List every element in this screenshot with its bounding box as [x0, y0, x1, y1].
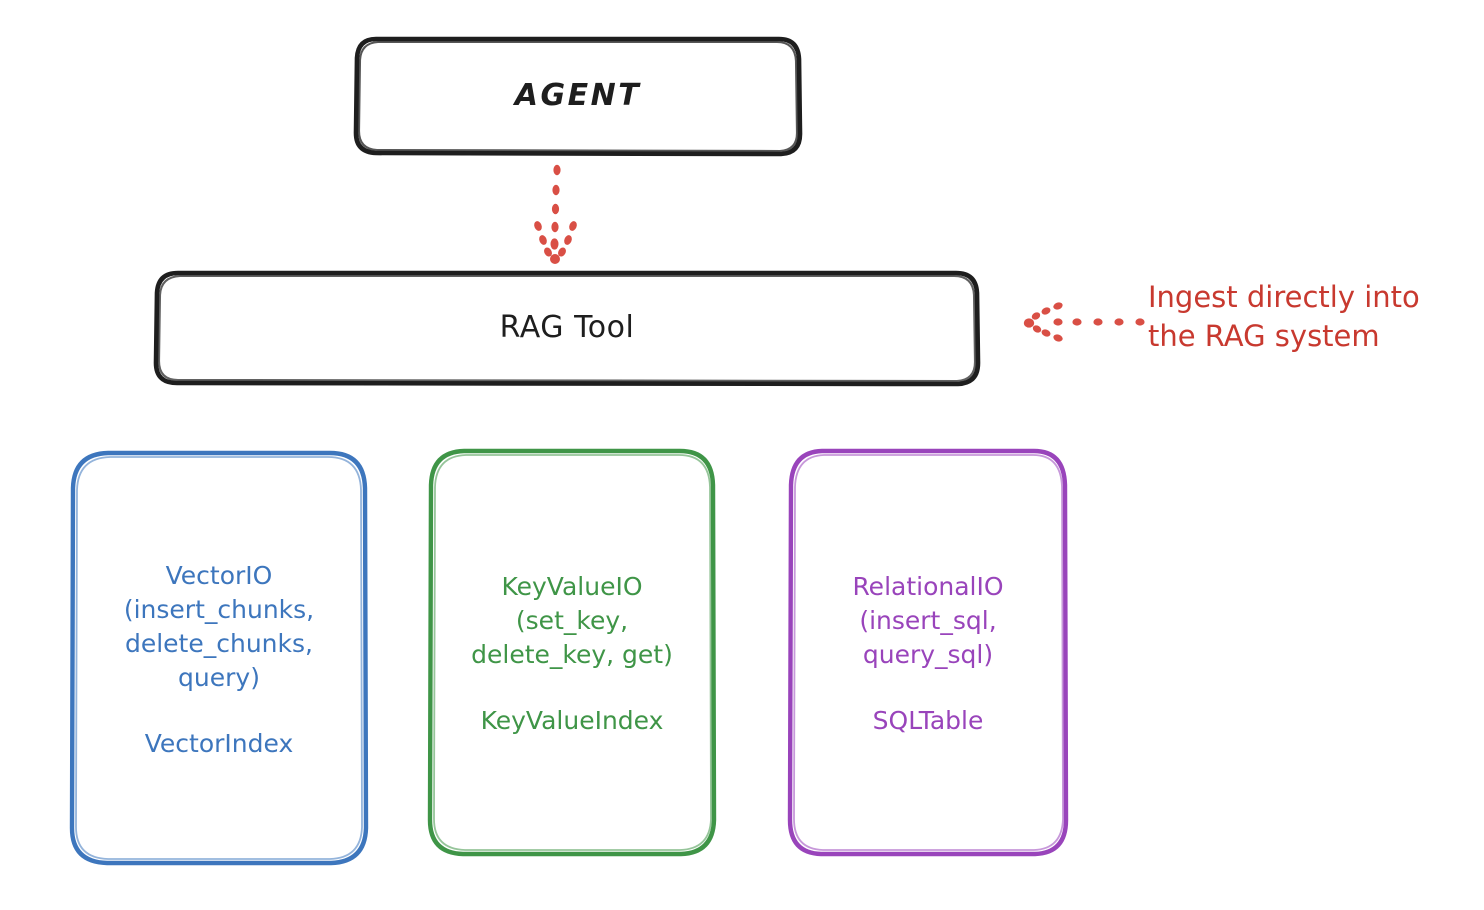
- node-agent[interactable]: AGENT: [356, 38, 800, 154]
- node-vector-io-label: VectorIO (insert_chunks, delete_chunks, …: [123, 560, 315, 692]
- node-key-value-io-sublabel: KeyValueIndex: [480, 705, 664, 735]
- agent-to-rag-tool-arrow: [534, 164, 577, 264]
- vector-io-box-outline: [69, 450, 369, 866]
- node-relational-io-sublabel: SQLTable: [872, 705, 984, 735]
- node-relational-io[interactable]: RelationalIO (insert_sql, query_sql) SQL…: [790, 450, 1066, 854]
- node-key-value-io-label: KeyValueIO (set_key, delete_key, get): [471, 571, 673, 669]
- node-agent-label: AGENT: [514, 78, 642, 114]
- relational-io-box-outline: [787, 448, 1069, 857]
- ingest-annotation-text: Ingest directly into the RAG system: [1148, 280, 1420, 353]
- node-rag-tool-label: RAG Tool: [499, 310, 635, 346]
- agent-box-outline: [353, 36, 803, 157]
- node-rag-tool[interactable]: RAG Tool: [156, 272, 978, 384]
- rag-tool-box-outline: [153, 270, 981, 387]
- node-vector-io-sublabel: VectorIndex: [144, 728, 294, 758]
- ingest-to-rag-tool-arrow: [1023, 302, 1145, 342]
- node-vector-io[interactable]: VectorIO (insert_chunks, delete_chunks, …: [72, 452, 366, 864]
- node-key-value-io[interactable]: KeyValueIO (set_key, delete_key, get) Ke…: [430, 450, 714, 854]
- key-value-io-box-outline: [427, 448, 717, 857]
- node-relational-io-label: RelationalIO (insert_sql, query_sql): [852, 571, 1004, 669]
